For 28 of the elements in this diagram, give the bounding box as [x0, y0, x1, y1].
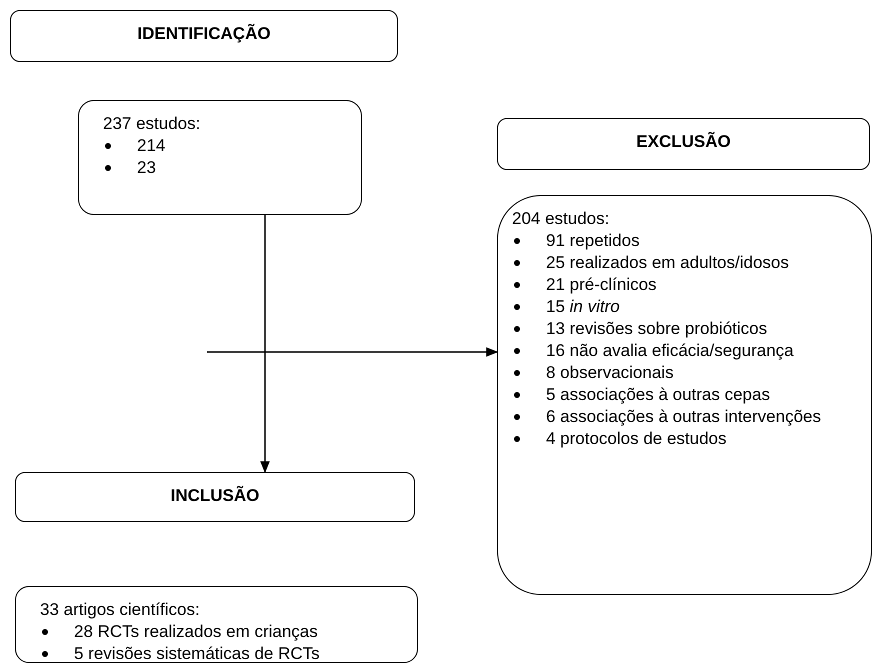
list-box	[78, 100, 362, 215]
heading-box	[497, 118, 870, 170]
section-title: IDENTIFICAÇÃO	[137, 22, 271, 45]
list-heading: 204 estudos:	[512, 208, 610, 230]
list-item-text: 5 associações à outras cepas	[546, 384, 770, 406]
list-item-text: 5 revisões sistemáticas de RCTs	[74, 643, 320, 665]
list-item-text: 4 protocolos de estudos	[546, 428, 727, 450]
list-item-text: 15 in vitro	[546, 296, 620, 318]
arrow	[207, 347, 498, 357]
list-box	[15, 586, 418, 663]
list-item-text: 214	[137, 135, 166, 157]
list-item-text: 16 não avalia eficácia/segurança	[546, 340, 794, 362]
section-title: INCLUSÃO	[170, 484, 260, 507]
list-item-text: 23	[137, 157, 156, 179]
list-item-text: 6 associações à outras intervenções	[546, 406, 821, 428]
list-item-text: 28 RCTs realizados em crianças	[74, 621, 318, 643]
list-box	[497, 195, 872, 595]
list-item-text: 8 observacionais	[546, 362, 674, 384]
list-item-text: 13 revisões sobre probióticos	[546, 318, 768, 340]
section-title: EXCLUSÃO	[636, 130, 731, 153]
heading-box	[10, 10, 398, 62]
list-item-text: 25 realizados em adultos/idosos	[546, 252, 789, 274]
list-heading: 237 estudos:	[103, 113, 202, 135]
list-heading: 33 artigos científicos:	[40, 599, 201, 621]
arrow	[260, 215, 270, 474]
list-item-text: 91 repetidos	[546, 230, 640, 252]
list-item-text: 21 pré-clínicos	[546, 274, 657, 296]
heading-box	[15, 472, 415, 522]
